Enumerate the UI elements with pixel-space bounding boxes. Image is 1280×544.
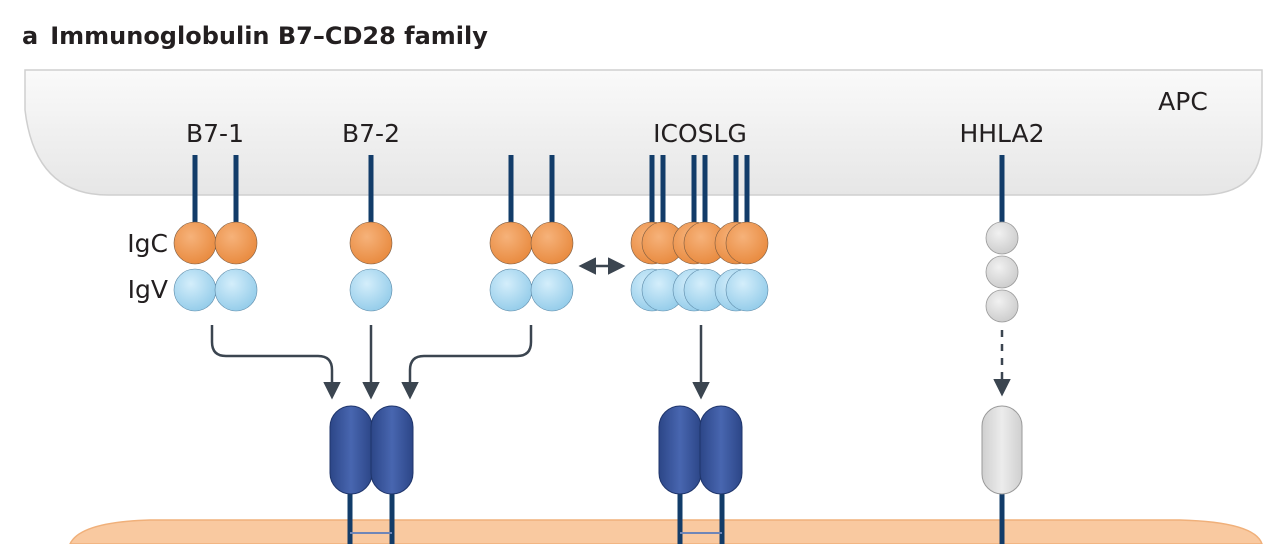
- b7-2-igv: [349, 268, 393, 312]
- receptor-middle-domain-b: [699, 405, 743, 495]
- igc-label: IgC: [127, 229, 168, 258]
- apc-label: APC: [1158, 87, 1208, 116]
- receptor-left-domain-a: [329, 405, 373, 495]
- t-cell-membrane: [69, 519, 1263, 544]
- unlabeled-dimer-molecule: [489, 221, 574, 312]
- hhla2-domain-2: [985, 255, 1019, 289]
- hhla2-domain-1: [985, 221, 1019, 255]
- ligand-stalks: [192, 155, 1005, 225]
- b7-1-igv-right: [214, 268, 258, 312]
- b7-1-molecule: [173, 221, 258, 312]
- panel-title: a Immunoglobulin B7–CD28 family: [22, 22, 488, 50]
- unlabeled-igc-right: [530, 221, 574, 265]
- receptor-left-domain-b: [370, 405, 414, 495]
- receptor-grey-domain: [981, 405, 1023, 495]
- hhla2-domain-3: [985, 289, 1019, 323]
- receptor-middle-domain-a: [658, 405, 702, 495]
- apc-membrane: [24, 69, 1263, 196]
- ligand-label-b7-2: B7-2: [342, 119, 400, 148]
- panel-title-text: Immunoglobulin B7–CD28 family: [50, 22, 488, 50]
- receptor-dimer-left: [329, 405, 414, 544]
- ligand-label-hhla2: HHLA2: [959, 119, 1044, 148]
- ligand-label-b7-1: B7-1: [186, 119, 244, 148]
- unlabeled-igv-right: [530, 268, 574, 312]
- binding-arrows: [210, 325, 1011, 400]
- icoslg-igc-6: [725, 221, 769, 265]
- arrow-unlabeled-to-receptor: [401, 325, 533, 400]
- b7-1-igv-left: [173, 268, 217, 312]
- hhla2-molecule: [985, 221, 1019, 323]
- ligand-label-icoslg: ICOSLG: [653, 119, 747, 148]
- receptor-grey-right: [981, 405, 1023, 544]
- receptor-dimer-middle: [658, 405, 743, 544]
- unlabeled-igv-left: [489, 268, 533, 312]
- unlabeled-igc-left: [489, 221, 533, 265]
- icoslg-igv-6: [725, 268, 769, 312]
- b7-1-igc-left: [173, 221, 217, 265]
- b7-2-igc: [349, 221, 393, 265]
- igv-label: IgV: [128, 275, 168, 304]
- arrow-b7-1-to-receptor: [210, 325, 341, 400]
- b7-1-igc-right: [214, 221, 258, 265]
- panel-letter: a: [22, 22, 39, 50]
- b7-2-molecule: [349, 221, 393, 312]
- icoslg-molecule: [630, 221, 769, 312]
